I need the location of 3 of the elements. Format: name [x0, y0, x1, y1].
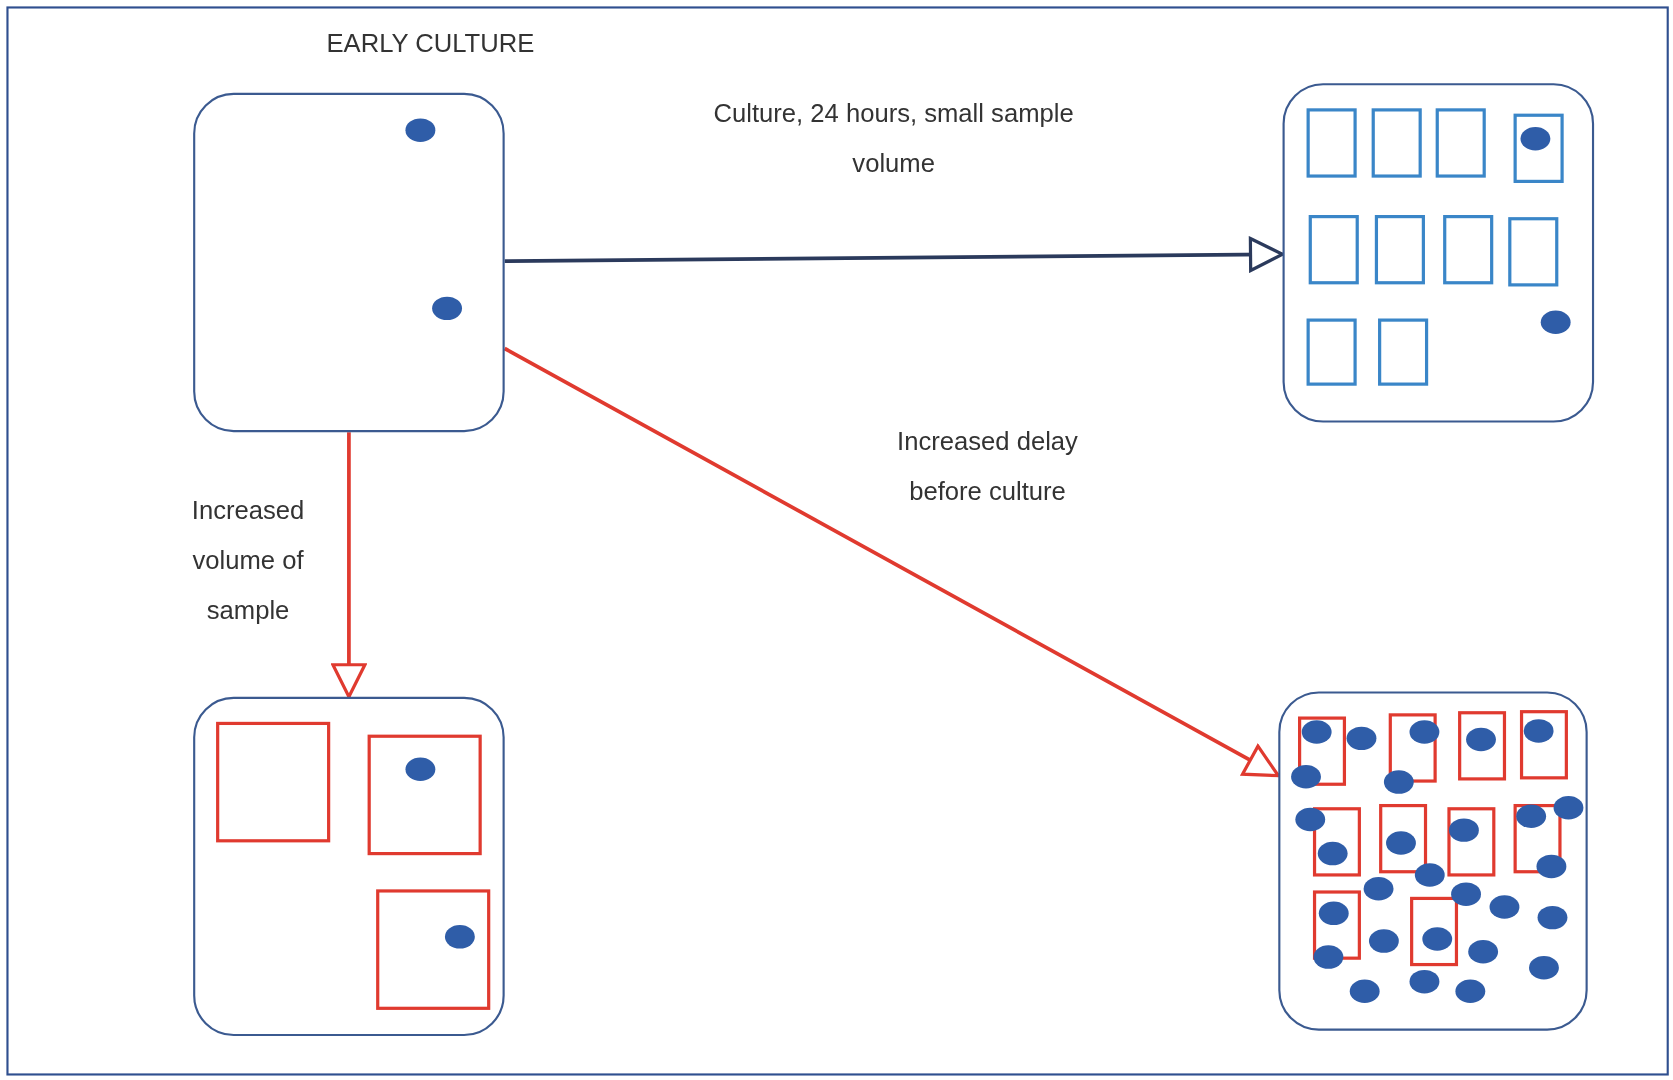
arrow [503, 346, 1280, 778]
arrow [331, 432, 367, 699]
heading: EARLY CULTURE [326, 28, 535, 59]
